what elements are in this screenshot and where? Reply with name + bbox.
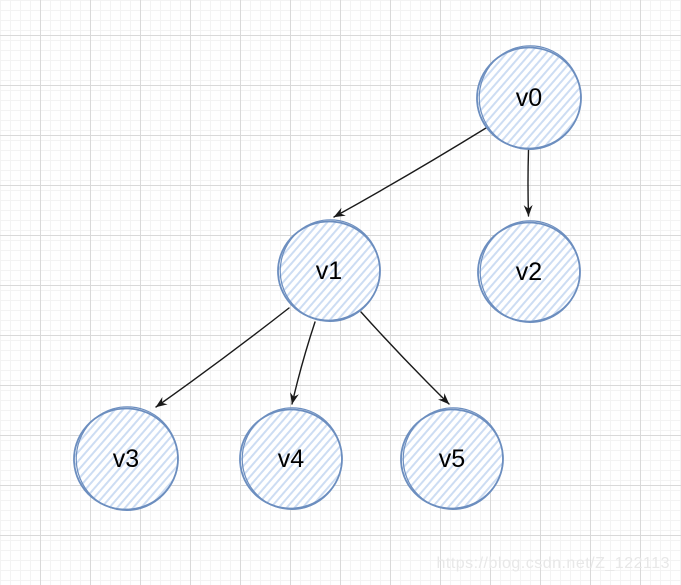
node-v3-overstroke xyxy=(75,406,179,511)
node-v1[interactable]: v1 xyxy=(278,220,380,322)
node-v2-shape[interactable] xyxy=(475,217,584,327)
node-v4-label: v4 xyxy=(277,444,305,473)
node-v0-label: v0 xyxy=(515,83,543,112)
edge-v1-v5[interactable] xyxy=(360,311,450,405)
node-v4[interactable]: v4 xyxy=(240,408,342,510)
node-v1-label: v1 xyxy=(315,256,343,285)
node-v0-shape[interactable] xyxy=(474,42,586,154)
watermark-text: https://blog.csdn.net/Z_122113 xyxy=(436,555,670,572)
edge-v0-v1[interactable] xyxy=(333,127,487,218)
edge-v0-v2[interactable] xyxy=(523,149,533,217)
edge-v1-v3[interactable] xyxy=(155,307,290,408)
node-v0[interactable]: v0 xyxy=(477,46,581,150)
node-v2[interactable]: v2 xyxy=(478,221,580,323)
node-v3-label: v3 xyxy=(112,444,140,473)
node-v1-overstroke xyxy=(279,219,381,322)
node-v5-label: v5 xyxy=(438,444,466,473)
node-v0-overstroke xyxy=(478,45,582,150)
node-v5-shape[interactable] xyxy=(398,404,507,514)
node-v3-shape[interactable] xyxy=(71,403,183,515)
node-v5-overstroke xyxy=(402,407,504,510)
node-v2-overstroke xyxy=(479,220,581,323)
node-v3[interactable]: v3 xyxy=(74,407,178,511)
edge-v1-v4[interactable] xyxy=(290,321,316,405)
node-v4-shape[interactable] xyxy=(237,404,346,514)
node-v2-label: v2 xyxy=(515,257,543,286)
node-v4-overstroke xyxy=(241,407,343,510)
node-v1-shape[interactable] xyxy=(275,216,384,326)
node-v5[interactable]: v5 xyxy=(401,408,503,510)
